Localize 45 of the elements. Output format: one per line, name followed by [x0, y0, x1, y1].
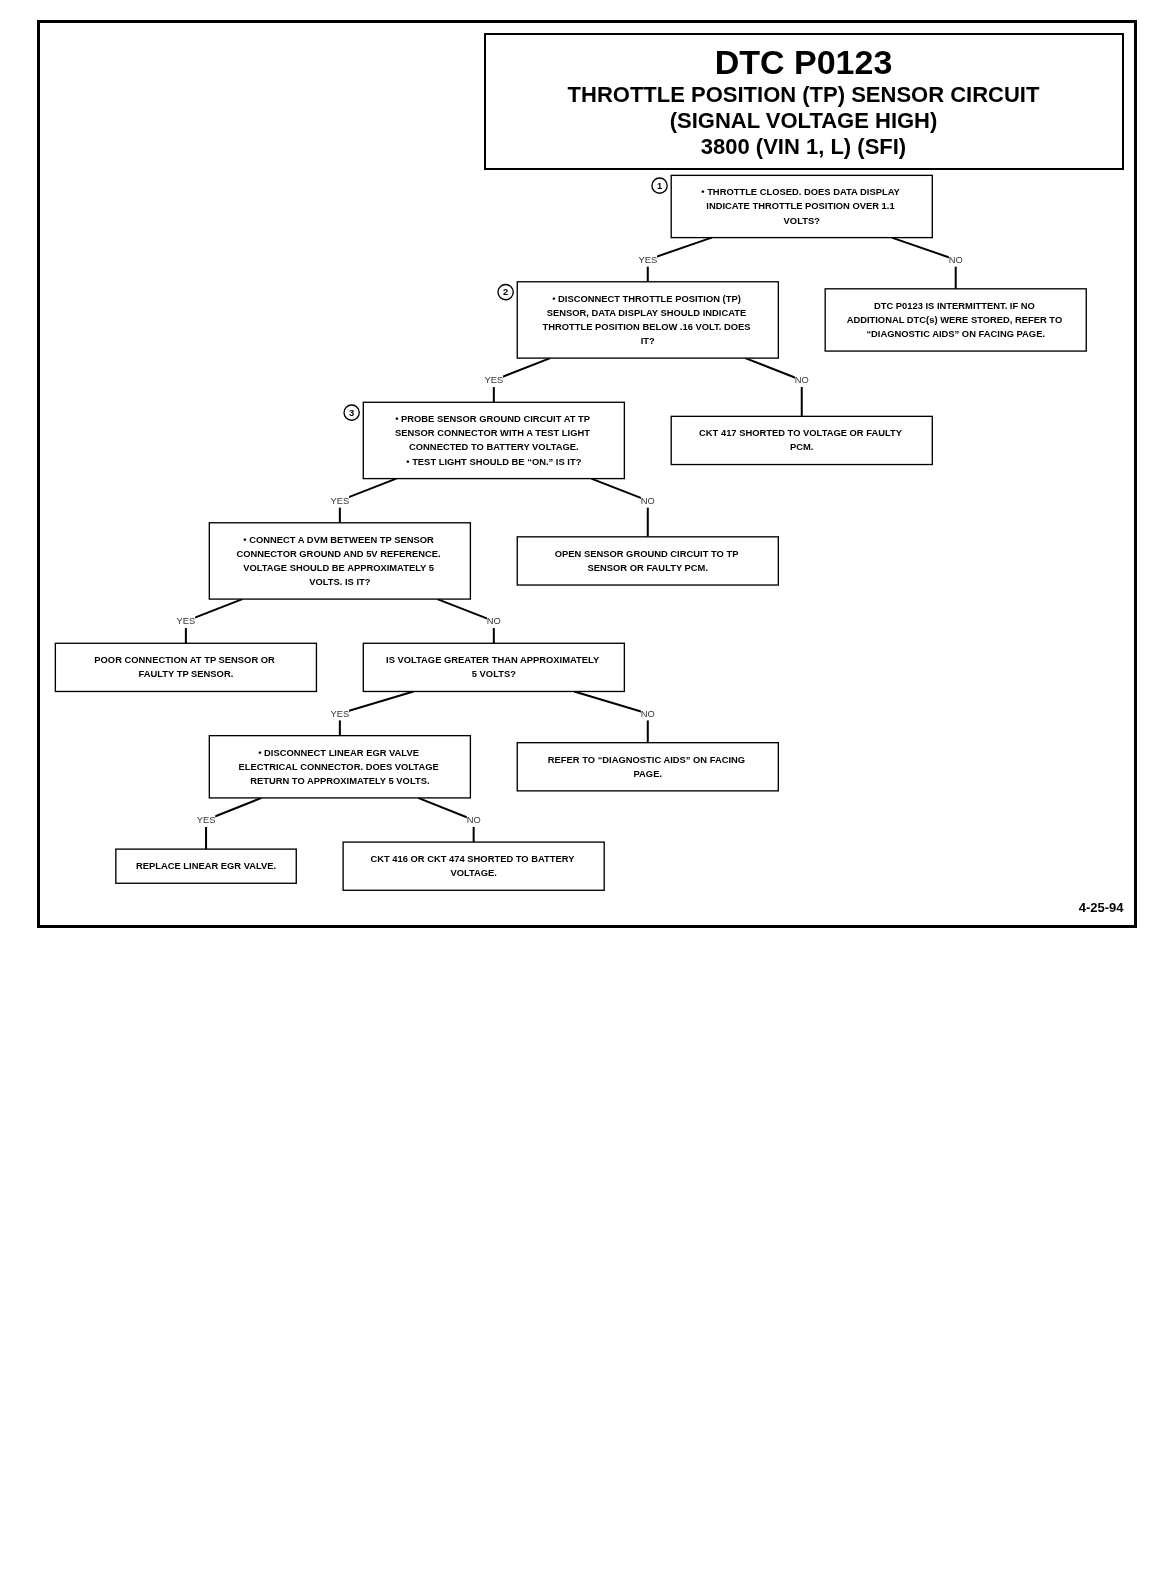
node-box: • DISCONNECT LINEAR EGR VALVE ELECTRICAL CONNECTOR. DOES VOLTAGE RETURN TO APPROXIMATELY 5 VOLTS. — [208, 735, 471, 799]
connector — [338, 477, 397, 523]
edge-label: NO — [466, 814, 481, 826]
connector — [338, 690, 414, 736]
subtitle: (SIGNAL VOLTAGE HIGH) — [668, 108, 939, 134]
edge-label: NO — [794, 374, 809, 386]
node-label: 2 — [502, 286, 508, 298]
edge-label: NO — [640, 495, 655, 506]
node-box: REFER TO “DIAGNOSTIC AIDS” ON FACING PAGE. — [516, 742, 779, 792]
connector — [890, 236, 957, 289]
connector — [436, 598, 495, 644]
node-box: DTC P0123 IS INTERMITTENT. IF NO ADDITIONAL DTC(s) WERE STORED, REFER TO “DIAGNOSTIC AIDS” ON FACING PAGE. — [824, 288, 1087, 352]
node-box: • CONNECT A DVM BETWEEN TP SENSOR CONNECTOR GROUND AND 5V REFERENCE. VOLTAGE SHOULD BE APPROXIMATELY 5 VOLTS. IS IT? — [208, 522, 471, 600]
connector — [573, 690, 649, 743]
node-box: • PROBE SENSOR GROUND CIRCUIT AT TP SENSOR CONNECTOR WITH A TEST LIGHT CONNECTED TO BATTERY VOLTAGE. • TEST LIGHT SHOULD BE “ON.” IS IT? — [362, 401, 625, 480]
subtitle: 3800 (VIN 1, L) (SFI) — [699, 134, 908, 160]
edge-label: YES — [329, 495, 349, 506]
node-box: OPEN SENSOR GROUND CIRCUIT TO TP SENSOR OR FAULTY PCM. — [516, 536, 779, 586]
node-box: • DISCONNECT THROTTLE POSITION (TP) SENSOR, DATA DISPLAY SHOULD INDICATE THROTTLE POSITION BELOW .16 VOLT. DOES IT? — [516, 281, 779, 359]
node-label: 1 — [656, 179, 662, 191]
connector — [417, 796, 475, 843]
connector — [744, 357, 803, 417]
connector — [646, 236, 712, 282]
edge-label: YES — [329, 707, 349, 719]
edge-label: NO — [948, 254, 963, 265]
connector — [590, 477, 649, 537]
node-box: • THROTTLE CLOSED. DOES DATA DISPLAY INDICATE THROTTLE POSITION OVER 1.1 VOLTS? — [670, 174, 933, 239]
node-label: 3 — [348, 406, 354, 418]
edge-label: YES — [196, 814, 215, 826]
edge-label: YES — [483, 374, 503, 386]
edge-label: YES — [176, 615, 195, 627]
node-box: CKT 416 OR CKT 474 SHORTED TO BATTERY VOLTAGE. — [341, 841, 605, 891]
node-box: CKT 417 SHORTED TO VOLTAGE OR FAULTY PCM. — [670, 415, 933, 466]
subtitle: THROTTLE POSITION (TP) SENSOR CIRCUIT — [566, 82, 1041, 108]
connector — [204, 796, 262, 850]
title: DTC P0123 — [713, 43, 894, 82]
node-box: REPLACE LINEAR EGR VALVE. — [114, 848, 297, 884]
edge-label: NO — [640, 707, 655, 719]
connector — [492, 357, 551, 403]
edge-label: YES — [637, 254, 657, 265]
connector — [184, 598, 243, 644]
edge-label: NO — [486, 615, 501, 627]
node-box: POOR CONNECTION AT TP SENSOR OR FAULTY TP SENSOR. — [54, 642, 317, 693]
node-box: IS VOLTAGE GREATER THAN APPROXIMATELY 5 VOLTS? — [362, 642, 625, 693]
date-note: 4-25-94 — [1077, 899, 1124, 915]
